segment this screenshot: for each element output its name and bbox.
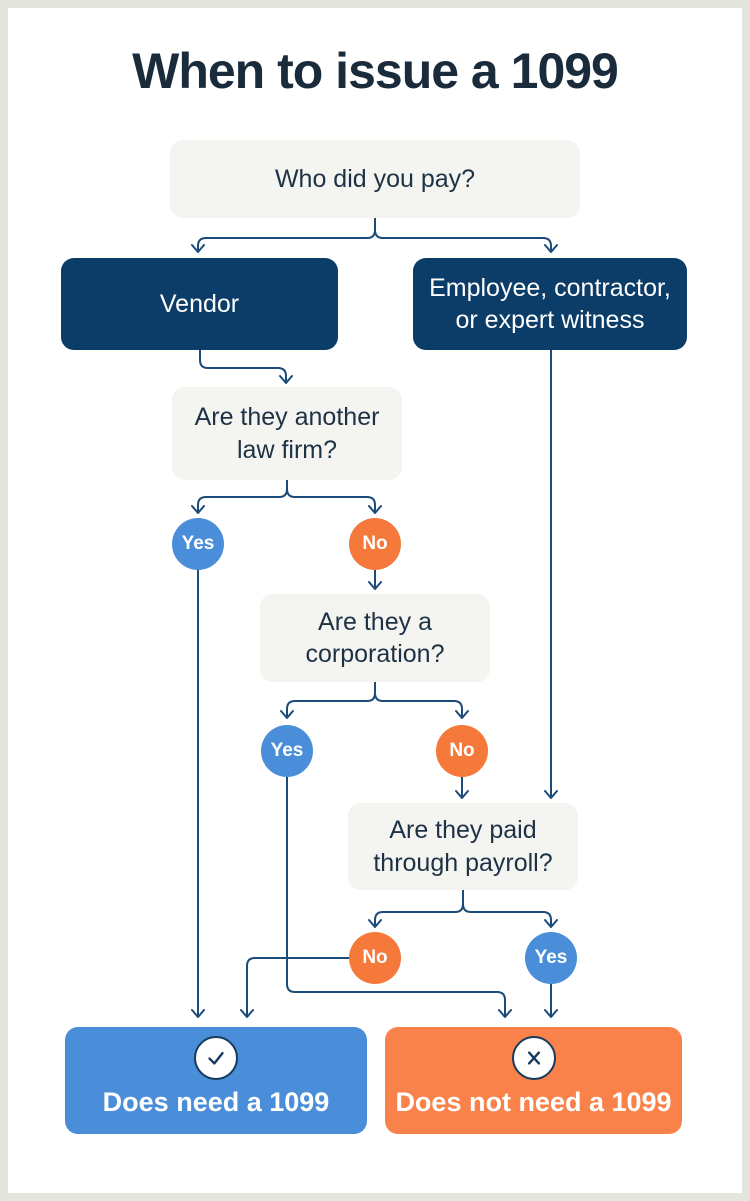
node-question-corporation: Are they a corporation? (260, 594, 490, 682)
node-outcome-need: Does need a 1099 (65, 1027, 367, 1134)
badge-corporation-yes: Yes (261, 725, 313, 777)
connector-vendor-to-lawfirm (199, 349, 293, 384)
outcome-need-label: Does need a 1099 (102, 1087, 330, 1117)
node-question-lawfirm: Are they another law firm? (172, 387, 402, 480)
node-employee: Employee, contractor, or expert witness (413, 258, 687, 350)
outcome-not-need-label: Does not need a 1099 (395, 1087, 672, 1117)
badge-payroll-yes: Yes (525, 932, 577, 984)
connector-payrollno-to-need (240, 957, 350, 1018)
badge-lawfirm-yes: Yes (172, 518, 224, 570)
connector-corporation-to-yes (280, 681, 376, 719)
connector-corpyes-to-notneed (286, 776, 512, 1018)
check-icon (194, 1036, 238, 1080)
connector-lawfirm-to-no (286, 479, 382, 514)
badge-payroll-no: No (349, 932, 401, 984)
connector-who-to-vendor (191, 217, 376, 253)
connector-payroll-to-yes (462, 889, 558, 928)
x-icon (511, 1036, 556, 1080)
connector-corpno-to-payroll (455, 776, 469, 799)
connector-lawfirmno-to-corporation (368, 569, 382, 590)
node-question-payroll: Are they paid through payroll? (348, 803, 578, 890)
node-question-who: Who did you pay? (170, 140, 580, 218)
connector-corporation-to-no (374, 681, 469, 719)
connector-lawfirm-to-yes (191, 479, 288, 514)
badge-corporation-no: No (436, 725, 488, 777)
connector-who-to-employee (374, 217, 558, 253)
connector-employee-to-payroll (544, 349, 558, 799)
node-outcome-not-need: Does not need a 1099 (385, 1027, 682, 1134)
connector-payrollyes-to-notneed (544, 983, 558, 1018)
node-vendor: Vendor (61, 258, 338, 350)
page-title: When to issue a 1099 (132, 43, 619, 99)
badge-lawfirm-no: No (349, 518, 401, 570)
connector-lawfirmyes-to-need (191, 569, 205, 1018)
connector-payroll-to-no (368, 889, 464, 928)
